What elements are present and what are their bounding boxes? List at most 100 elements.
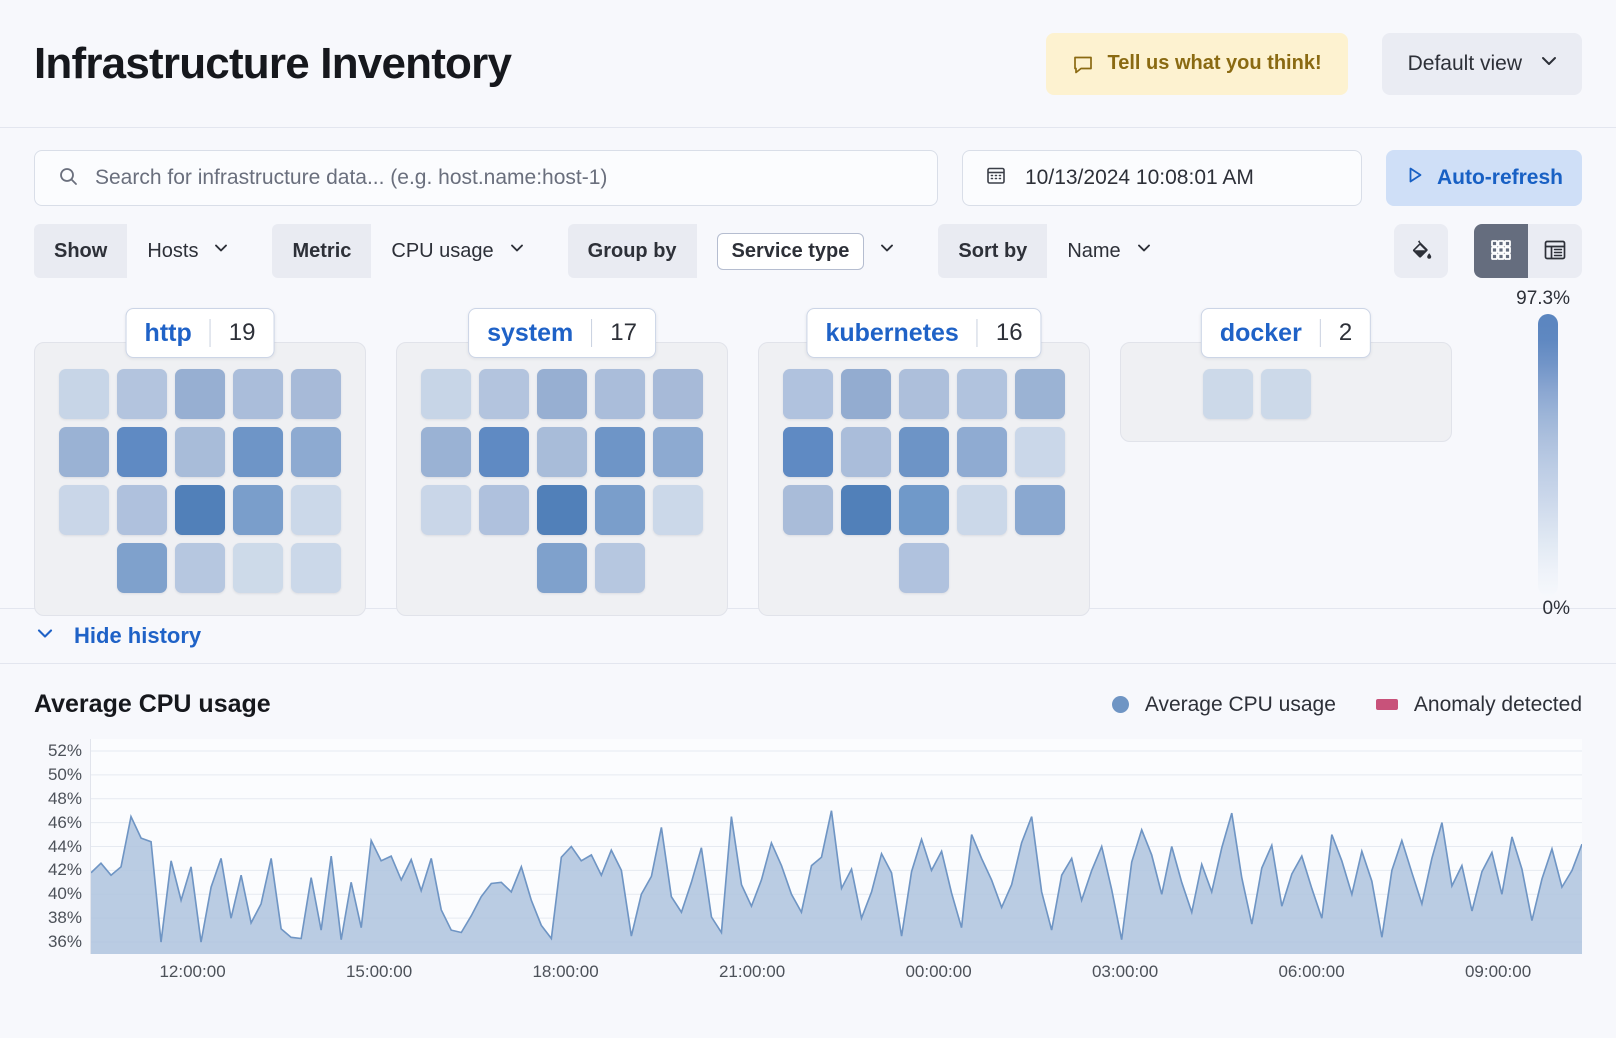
view-selector[interactable]: Default view [1381,32,1582,95]
host-tile[interactable] [291,485,341,535]
host-tile[interactable] [957,427,1007,477]
legend-item-average-cpu-usage[interactable]: Average CPU usage [1111,693,1336,717]
host-tile[interactable] [233,427,283,477]
host-tile[interactable] [479,485,529,535]
history-chart-panel: Average CPU usage Average CPU usage Anom… [0,664,1616,992]
host-tile[interactable] [537,427,587,477]
app-header: Infrastructure Inventory Tell us what yo… [0,0,1616,128]
group-badge[interactable]: http 19 [125,308,275,358]
filter-sort-by-value[interactable]: Name [1047,224,1173,278]
host-tile[interactable] [899,485,949,535]
host-tile[interactable] [537,485,587,535]
auto-refresh-button[interactable]: Auto-refresh [1386,150,1582,206]
filter-show-value[interactable]: Hosts [127,224,251,278]
host-tile[interactable] [783,369,833,419]
date-picker[interactable]: 10/13/2024 10:08:01 AM [962,150,1362,206]
host-tile[interactable] [421,369,471,419]
host-tile[interactable] [537,543,587,593]
group-count: 17 [610,319,637,346]
tile-placeholder [421,543,471,593]
host-tile[interactable] [175,427,225,477]
host-tile[interactable] [233,543,283,593]
legend-item-anomaly-detected[interactable]: Anomaly detected [1375,692,1582,717]
host-tile[interactable] [175,369,225,419]
filter-group-by-text: Service type [716,232,865,270]
host-tile[interactable] [117,543,167,593]
filter-metric: Metric CPU usage [272,224,546,278]
group-badge[interactable]: docker 2 [1200,308,1372,358]
host-tile[interactable] [291,427,341,477]
host-tile[interactable] [595,485,645,535]
history-toggle-bar: Hide history [0,608,1616,664]
host-tile[interactable] [117,485,167,535]
feedback-button[interactable]: Tell us what you think! [1045,32,1348,95]
host-tile[interactable] [1261,369,1311,419]
table-view-button[interactable] [1528,224,1582,278]
play-icon [1405,165,1425,191]
host-tile[interactable] [175,543,225,593]
date-picker-value: 10/13/2024 10:08:01 AM [1025,166,1254,189]
filter-group-by-value[interactable]: Service type [696,224,917,278]
group-list: http 19 system 17 kubernetes 16 [34,308,1582,616]
host-tile[interactable] [783,427,833,477]
host-tile[interactable] [59,369,109,419]
group-badge[interactable]: kubernetes 16 [806,308,1042,358]
search-icon [57,165,79,192]
host-tile[interactable] [957,369,1007,419]
host-tile[interactable] [421,485,471,535]
host-tile[interactable] [595,543,645,593]
x-tick-label: 03:00:00 [1091,962,1159,981]
host-tile[interactable] [291,543,341,593]
badge-divider [209,319,211,347]
group-name: system [487,318,574,347]
group-body [396,342,728,616]
host-tile[interactable] [117,427,167,477]
host-tile[interactable] [899,369,949,419]
host-tile[interactable] [175,485,225,535]
host-tile[interactable] [59,485,109,535]
chart-y-axis: 52%50%48%46%44%42%40%38%36% [34,739,90,954]
host-tile[interactable] [1015,427,1065,477]
host-tile[interactable] [479,427,529,477]
hide-history-button[interactable]: Hide history [34,622,201,650]
paint-bucket-button[interactable] [1394,224,1448,278]
host-tile[interactable] [537,369,587,419]
host-tile[interactable] [291,369,341,419]
host-tile[interactable] [421,427,471,477]
group-count: 2 [1338,319,1353,346]
host-tile[interactable] [841,427,891,477]
host-tile[interactable] [595,369,645,419]
host-tile[interactable] [899,427,949,477]
host-tile[interactable] [595,427,645,477]
host-tile[interactable] [1015,485,1065,535]
host-tile[interactable] [1015,369,1065,419]
y-tick-label: 42% [47,860,82,880]
host-tile[interactable] [1203,369,1253,419]
search-box[interactable] [34,150,938,206]
view-selector-label: Default view [1407,51,1522,75]
host-tile[interactable] [957,485,1007,535]
host-tile[interactable] [59,427,109,477]
tile-grid [59,369,341,593]
auto-refresh-label: Auto-refresh [1436,166,1563,189]
group-badge[interactable]: system 17 [468,308,656,358]
host-tile[interactable] [233,485,283,535]
host-tile[interactable] [653,485,703,535]
host-tile[interactable] [841,485,891,535]
host-tile[interactable] [841,369,891,419]
filter-show: Show Hosts [34,224,251,278]
host-tile[interactable] [117,369,167,419]
legend-label: Anomaly detected [1413,692,1582,716]
grid-view-button[interactable] [1474,224,1528,278]
host-tile[interactable] [783,485,833,535]
color-scale-legend: 97.3% 0% [1452,288,1572,620]
host-tile[interactable] [653,369,703,419]
host-tile[interactable] [899,543,949,593]
chart-canvas[interactable] [90,739,1582,954]
search-input[interactable] [95,166,915,190]
filter-sort-by-text: Name [1067,239,1121,262]
filter-metric-value[interactable]: CPU usage [371,224,546,278]
host-tile[interactable] [233,369,283,419]
host-tile[interactable] [479,369,529,419]
host-tile[interactable] [653,427,703,477]
